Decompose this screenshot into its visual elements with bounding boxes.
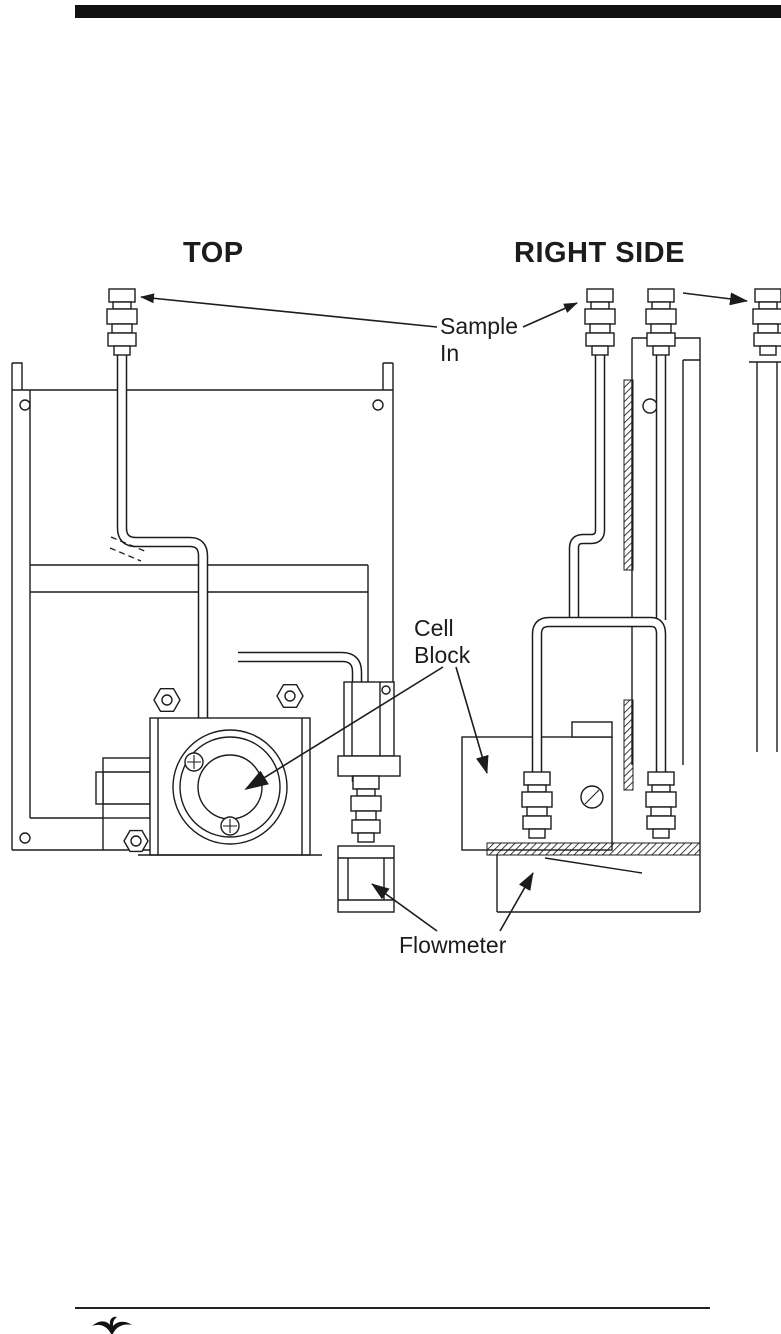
- hidden-tube-line: [109, 536, 148, 562]
- hex-bolt: [153, 688, 181, 712]
- right-side-view-title: RIGHT SIDE: [514, 237, 685, 269]
- panel-hole: [642, 398, 658, 414]
- flowmeter-body: [337, 845, 395, 913]
- compression-fitting: [106, 288, 138, 356]
- compression-fitting: [752, 288, 781, 356]
- cell-block-label: Cell Block: [414, 615, 470, 669]
- flowmeter-arrow-left: [371, 883, 438, 932]
- compression-fitting: [645, 288, 677, 356]
- screw-hole: [19, 399, 31, 411]
- hex-bolt: [276, 684, 304, 708]
- flowmeter-label: Flowmeter: [399, 932, 507, 958]
- screw-hole: [19, 832, 31, 844]
- sample-in-label-line1: Sample: [440, 313, 518, 339]
- cell-block-arrow-main: [244, 666, 444, 791]
- sample-in-label: Sample In: [440, 313, 518, 367]
- hatched-edge: [623, 379, 634, 571]
- callout-leaders: [140, 292, 748, 932]
- side-boss: [102, 757, 151, 819]
- hatched-edge: [623, 699, 634, 791]
- publisher-logo-icon: [92, 1316, 132, 1334]
- cell-block-label-line1: Cell: [414, 615, 454, 641]
- far-right-panel: [749, 361, 781, 752]
- top-view-drawing: [11, 288, 401, 913]
- bracket-hole: [381, 685, 391, 695]
- hatched-base-plate: [486, 842, 701, 856]
- hex-bolt: [123, 829, 149, 853]
- compression-fitting: [350, 775, 382, 843]
- compression-fitting: [521, 771, 553, 839]
- base-plate: [496, 765, 701, 913]
- top-view-title: TOP: [183, 237, 244, 269]
- cell-block-circle: [172, 729, 288, 845]
- right-side-view-drawing: [461, 288, 781, 913]
- cell-block-arrow-side: [455, 666, 489, 774]
- sample-in-arrow-far-right: [682, 292, 748, 306]
- screw-hole: [372, 399, 384, 411]
- sample-in-arrow-left: [140, 293, 438, 328]
- flowmeter-arrow-right: [499, 872, 534, 932]
- compression-fitting: [645, 771, 677, 839]
- footer-rule: [75, 1307, 710, 1309]
- header-rule: [75, 5, 781, 18]
- compression-fitting: [584, 288, 616, 356]
- sample-in-arrow-right: [522, 302, 578, 328]
- sample-in-label-line2: In: [440, 340, 460, 366]
- cell-block-label-line2: Block: [414, 642, 471, 668]
